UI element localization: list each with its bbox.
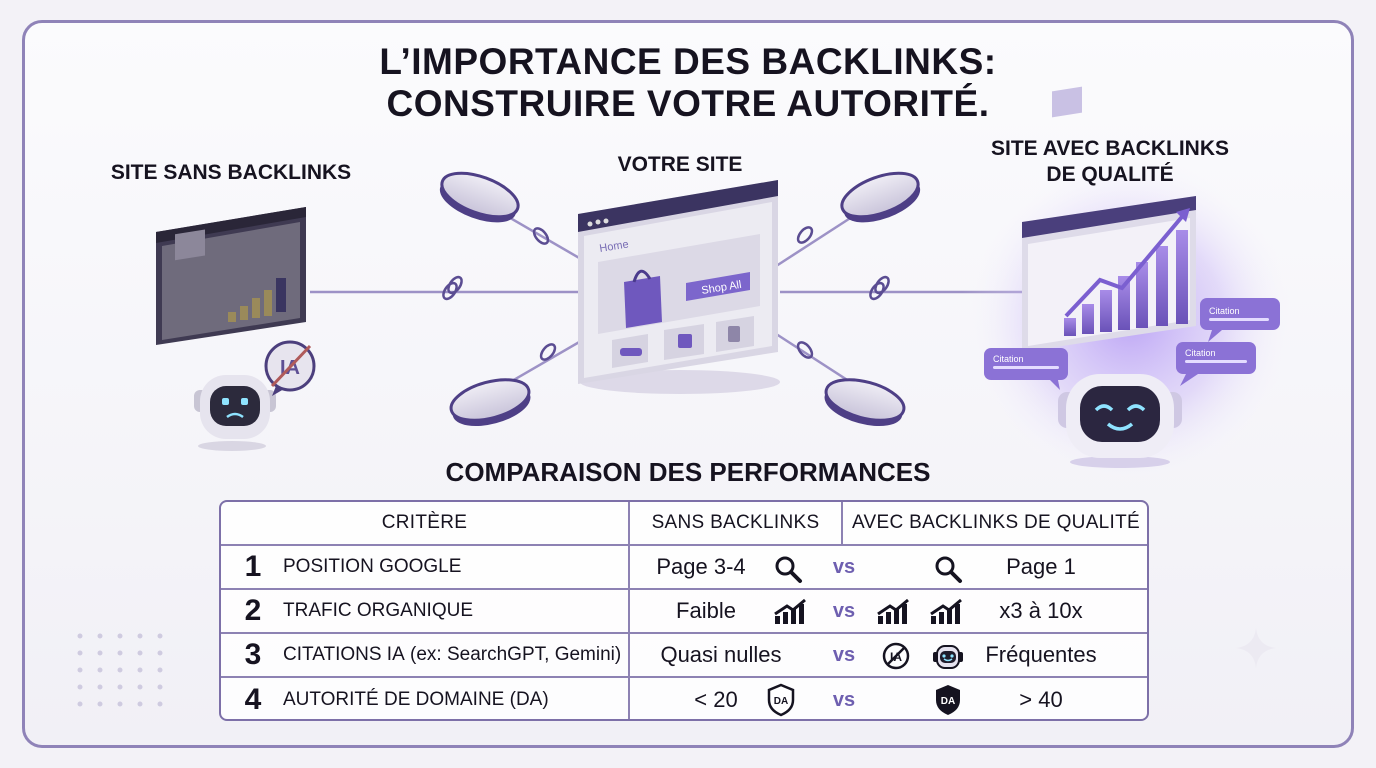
label-site-avec-line1: SITE AVEC BACKLINKS — [990, 137, 1229, 160]
search-icon — [775, 556, 802, 583]
da-badge-text: DA — [941, 696, 955, 707]
criteria-extra: (ex: SearchGPT, Gemini) — [404, 644, 622, 665]
shopping-bag-icon — [624, 269, 662, 328]
site-nav-home: Home — [599, 239, 630, 255]
value-with: x3 à 10x — [999, 598, 1083, 623]
column-divider — [628, 502, 630, 719]
header-without: SANS BACKLINKS — [651, 512, 820, 533]
value-without: Quasi nulles — [660, 642, 782, 667]
table-row: 1 POSITION GOOGLE Page 3-4 vs Page 1 — [221, 546, 1147, 590]
row-number: 3 — [244, 638, 262, 671]
row-number: 1 — [244, 550, 262, 583]
backlink-pads — [439, 171, 921, 427]
row-criteria: TRAFIC ORGANIQUE — [283, 590, 633, 632]
ai-blocked-bubble-icon: IA — [264, 340, 316, 396]
header-divider — [841, 502, 843, 546]
ai-blocked-icon: IA — [882, 642, 910, 670]
value-without: Page 3-4 — [656, 554, 746, 579]
citation-bubble-icon: Citation — [1200, 298, 1280, 342]
label-site-avec-backlinks: SITE AVEC BACKLINKS DE QUALITÉ — [970, 136, 1250, 188]
sparkle-icon — [1236, 628, 1276, 668]
citation-bubble-1: Citation — [1209, 306, 1240, 316]
header-criteria: CRITÈRE — [381, 512, 468, 533]
row-criteria: POSITION GOOGLE — [283, 546, 633, 588]
value-without: Faible — [676, 598, 736, 623]
citation-bubble-2: Citation — [993, 354, 1024, 364]
site-with-backlinks — [1022, 86, 1196, 352]
happy-robot-icon — [1058, 374, 1182, 468]
criteria-text: TRAFIC ORGANIQUE — [283, 600, 474, 621]
label-site-avec-line2: DE QUALITÉ — [1046, 163, 1174, 186]
criteria-text: AUTORITÉ DE DOMAINE (DA) — [283, 689, 549, 710]
value-with: Page 1 — [1006, 554, 1076, 579]
label-votre-site: VOTRE SITE — [617, 153, 743, 176]
comparison-table: CRITÈRE SANS BACKLINKS AVEC BACKLINKS DE… — [219, 500, 1149, 721]
comparison-title: COMPARAISON DES PERFORMANCES — [445, 457, 931, 487]
row-number: 2 — [244, 594, 262, 627]
robot-icon — [933, 645, 963, 669]
criteria-text: POSITION GOOGLE — [283, 556, 462, 577]
trend-up-icon — [877, 598, 909, 624]
row-number: 4 — [244, 683, 262, 716]
chain-link-icon — [442, 226, 890, 361]
citation-bubble-icon: Citation — [984, 348, 1068, 390]
sad-robot-icon — [194, 375, 276, 451]
vs-label: vs — [832, 688, 856, 711]
trend-up-icon — [930, 598, 962, 624]
citation-bubble-3: Citation — [1185, 348, 1216, 358]
vs-label: vs — [832, 643, 856, 666]
your-site-browser: Home Shop All — [578, 180, 780, 394]
citation-bubble-icon: Citation — [1176, 342, 1256, 386]
site-without-backlinks — [156, 207, 306, 345]
value-without: < 20 — [694, 687, 738, 712]
table-row: 3 CITATIONS IA (ex: SearchGPT, Gemini) Q… — [221, 634, 1147, 678]
row-criteria: AUTORITÉ DE DOMAINE (DA) — [283, 678, 633, 719]
search-icon — [935, 556, 962, 583]
table-row: 4 AUTORITÉ DE DOMAINE (DA) < 20 DA vs DA… — [221, 678, 1147, 719]
shield-da-outline-icon: DA — [767, 683, 795, 717]
table-header-row: CRITÈRE SANS BACKLINKS AVEC BACKLINKS DE… — [221, 502, 1147, 546]
shield-da-filled-icon: DA — [936, 685, 960, 715]
decorative-dots — [77, 633, 163, 707]
vs-label: vs — [832, 599, 856, 622]
value-with: Fréquentes — [985, 642, 1097, 667]
page-title-line1: L’IMPORTANCE DES BACKLINKS: — [379, 41, 997, 82]
da-badge-text: DA — [774, 696, 788, 707]
label-site-sans-backlinks: SITE SANS BACKLINKS — [110, 161, 352, 184]
vs-label: vs — [832, 555, 856, 578]
header-with: AVEC BACKLINKS DE QUALITÉ — [851, 512, 1140, 533]
value-with: > 40 — [1019, 687, 1063, 712]
row-criteria: CITATIONS IA (ex: SearchGPT, Gemini) — [283, 634, 628, 676]
trend-up-icon — [774, 598, 806, 624]
page-title-line2: CONSTRUIRE VOTRE AUTORITÉ. — [386, 83, 990, 124]
criteria-text: CITATIONS IA — [283, 644, 405, 665]
table-row: 2 TRAFIC ORGANIQUE Faible vs x3 à 10x — [221, 590, 1147, 634]
